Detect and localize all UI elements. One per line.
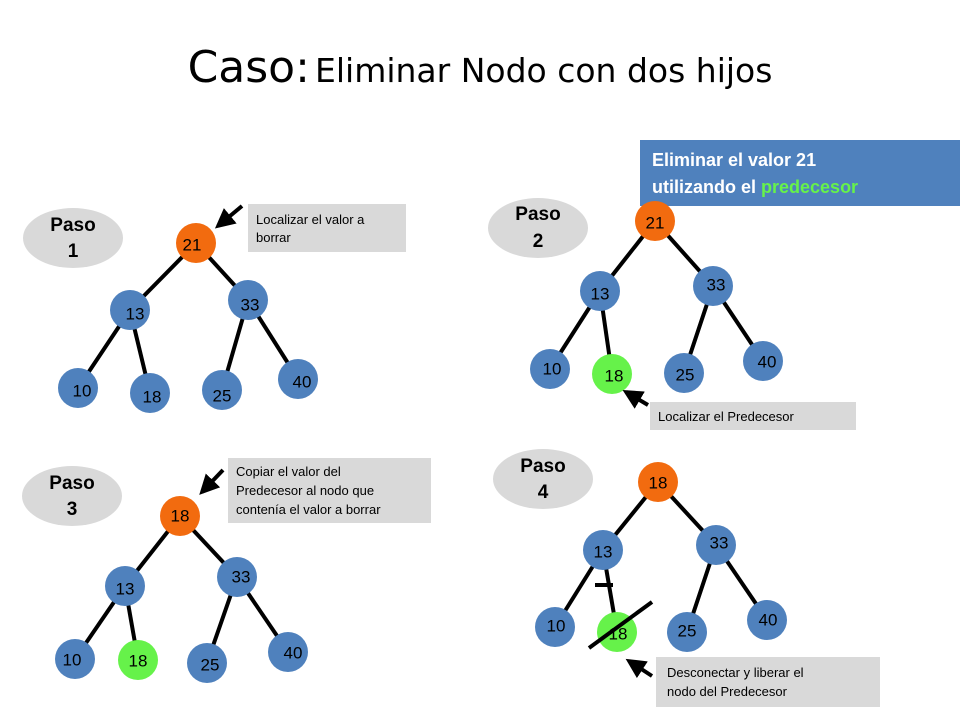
node-left-label: 13 <box>126 304 145 323</box>
node-right-label: 33 <box>241 295 260 314</box>
note-box <box>656 657 880 707</box>
step-badge <box>23 208 123 268</box>
note-box <box>228 458 431 523</box>
node-root <box>176 223 216 263</box>
node-lr-label: 18 <box>129 651 148 670</box>
node-root-label: 21 <box>646 213 665 232</box>
node-rr <box>747 600 787 640</box>
node-rr-label: 40 <box>759 610 778 629</box>
node-lr-label: 18 <box>143 387 162 406</box>
node-root-label: 18 <box>649 473 668 492</box>
node-rr-label: 40 <box>293 372 312 391</box>
banner-box <box>640 140 960 206</box>
node-right <box>228 280 268 320</box>
step-word: Paso <box>515 204 560 225</box>
note-line-1: Desconectar y liberar el <box>667 665 804 680</box>
node-rl-label: 25 <box>676 365 695 384</box>
node-left <box>580 271 620 311</box>
node-ll <box>55 639 95 679</box>
panel-step-3: Paso 3 18 13 33 10 18 25 40 Copiar el va… <box>22 458 431 683</box>
panel-step-4: Paso 4 18 13 33 10 18 25 40 Desconectar … <box>493 449 880 707</box>
node-right-label: 33 <box>707 275 726 294</box>
node-ll-label: 10 <box>73 381 92 400</box>
note-line-2: borrar <box>256 230 291 245</box>
node-rr <box>278 359 318 399</box>
step-number: 1 <box>68 241 79 262</box>
node-ll-label: 10 <box>547 616 566 635</box>
note-line-1: Copiar el valor del <box>236 464 341 479</box>
node-rl <box>187 643 227 683</box>
node-root-label: 21 <box>183 235 202 254</box>
node-rl-label: 25 <box>213 386 232 405</box>
step-badge <box>22 466 122 526</box>
node-left <box>105 566 145 606</box>
node-right-label: 33 <box>232 567 251 586</box>
node-rl-label: 25 <box>678 621 697 640</box>
node-right-label: 33 <box>710 533 729 552</box>
node-rr <box>743 341 783 381</box>
banner-line2: utilizando el predecesor <box>652 177 858 197</box>
node-rl <box>664 353 704 393</box>
step-number: 4 <box>538 482 549 503</box>
node-left <box>110 290 150 330</box>
node-rr-label: 40 <box>284 643 303 662</box>
node-root <box>160 496 200 536</box>
node-right <box>217 557 257 597</box>
note-arrow <box>625 658 654 679</box>
node-rr-label: 40 <box>758 352 777 371</box>
note-line-2: Predecesor al nodo que <box>236 483 374 498</box>
note-line-3: contenía el valor a borrar <box>236 502 381 517</box>
title-main: Caso: <box>187 42 310 93</box>
note-arrow <box>199 468 225 495</box>
node-left-label: 13 <box>116 579 135 598</box>
step-badge <box>493 449 593 509</box>
node-left-label: 13 <box>591 284 610 303</box>
node-root <box>638 462 678 502</box>
note-line-1: Localizar el Predecesor <box>658 409 795 424</box>
node-root-label: 18 <box>171 506 190 525</box>
note-line-1: Localizar el valor a <box>256 212 365 227</box>
cut-mark-cross <box>587 600 654 650</box>
note-arrow <box>214 204 244 229</box>
node-root <box>635 201 675 241</box>
note-line-2: nodo del Predecesor <box>667 684 788 699</box>
node-rl <box>667 612 707 652</box>
banner-line1: Eliminar el valor 21 <box>652 150 816 170</box>
node-lr-label: 18 <box>605 366 624 385</box>
slide-title: Caso: Eliminar Nodo con dos hijos <box>0 42 960 93</box>
step-word: Paso <box>50 215 95 236</box>
node-rr <box>268 632 308 672</box>
title-sub: Eliminar Nodo con dos hijos <box>315 51 773 90</box>
panel-step-1: Paso 1 21 13 33 10 18 25 40 Localizar el… <box>23 204 406 413</box>
step-word: Paso <box>520 456 565 477</box>
step-number: 3 <box>67 499 78 520</box>
node-lr <box>130 373 170 413</box>
step-number: 2 <box>533 231 544 252</box>
node-ll <box>535 607 575 647</box>
node-left-label: 13 <box>594 542 613 561</box>
panel-step-2: Paso 2 21 13 33 10 18 25 40 Localizar el… <box>488 198 856 430</box>
node-right <box>696 525 736 565</box>
node-right <box>693 266 733 306</box>
banner-line2-highlight: predecesor <box>761 177 858 197</box>
node-ll <box>58 368 98 408</box>
node-rl-label: 25 <box>201 655 220 674</box>
node-ll-label: 10 <box>543 359 562 378</box>
node-lr <box>592 354 632 394</box>
node-rl <box>202 370 242 410</box>
note-box <box>650 402 856 430</box>
node-ll <box>530 349 570 389</box>
node-left <box>583 530 623 570</box>
banner: Eliminar el valor 21 utilizando el prede… <box>640 140 960 206</box>
node-lr <box>118 640 158 680</box>
banner-line2-prefix: utilizando el <box>652 177 761 197</box>
node-ll-label: 10 <box>63 650 82 669</box>
note-arrow <box>622 389 650 409</box>
note-box <box>248 204 406 252</box>
step-word: Paso <box>49 473 94 494</box>
step-badge <box>488 198 588 258</box>
